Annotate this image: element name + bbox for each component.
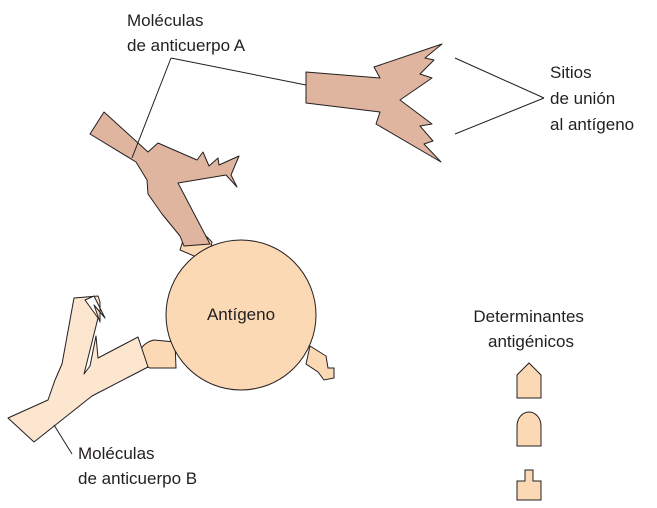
label-antibody-b-line2: de anticuerpo B: [78, 469, 197, 488]
label-binding-sites-line2: de unión: [550, 89, 615, 108]
leader-binding-site-bottom: [454, 97, 545, 135]
antigen-body: [165, 239, 317, 391]
antibody-b: [7, 295, 149, 443]
label-determinants-line2: antigénicos: [488, 332, 574, 351]
leader-antibody-b: [53, 424, 73, 455]
leader-antibody-a-upper: [170, 57, 307, 86]
leader-lines: [53, 57, 545, 455]
label-determinants-line1: Determinantes: [473, 307, 584, 326]
label-binding-sites-line3: al antígeno: [550, 115, 634, 134]
antibody-a-lower-shape: [89, 111, 240, 247]
label-determinants: Determinantes antigénicos: [473, 307, 588, 351]
antibody-a-upper: [305, 43, 443, 163]
label-binding-sites-line1: Sitios: [550, 63, 592, 82]
label-antigen: Antígeno: [207, 305, 275, 324]
leader-binding-site-top: [454, 57, 545, 99]
determinant-knob-shape: [516, 469, 542, 501]
antibody-a-lower: [89, 111, 240, 247]
antibody-a-upper-shape: [305, 43, 443, 163]
antibody-b-shape: [7, 295, 149, 443]
leader-antibody-a-lower: [131, 57, 172, 159]
label-antibody-a-line1: Moléculas: [127, 11, 204, 30]
determinant-arch-shape: [516, 411, 542, 447]
label-antibody-a-line2: de anticuerpo A: [127, 36, 246, 55]
label-antibody-b-line1: Moléculas: [78, 444, 155, 463]
determinant-shapes: [516, 362, 542, 501]
label-antibody-a: Moléculas de anticuerpo A: [127, 11, 246, 55]
label-antibody-b: Moléculas de anticuerpo B: [78, 444, 197, 488]
antigen-determinant-knob: [305, 345, 335, 381]
determinant-house-shape: [516, 362, 542, 399]
label-binding-sites: Sitios de unión al antígeno: [550, 63, 634, 134]
